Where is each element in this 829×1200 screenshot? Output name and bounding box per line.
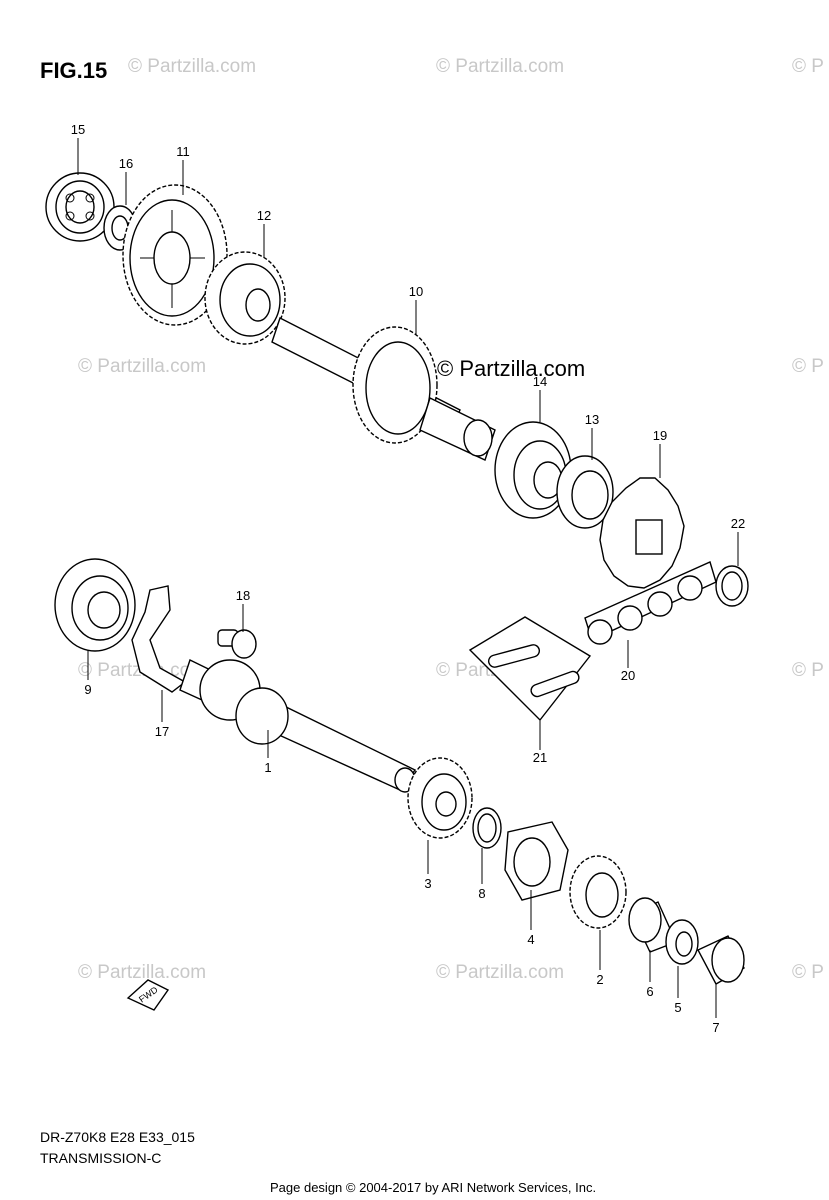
watermark-main: © Partzilla.com xyxy=(437,356,585,381)
needle-bearing-7-shape xyxy=(697,935,745,985)
mainshaft-1-shape xyxy=(179,659,417,793)
callout-13: 13 xyxy=(585,412,599,427)
callout-3: 3 xyxy=(424,876,431,891)
callout-10: 10 xyxy=(409,284,423,299)
watermark: © P xyxy=(792,56,824,77)
callout-1: 1 xyxy=(264,760,271,775)
callout-6: 6 xyxy=(646,984,653,999)
callout-7: 7 xyxy=(712,1020,719,1035)
watermark: © Partzilla.com xyxy=(78,962,206,983)
callout-16: 16 xyxy=(119,156,133,171)
callout-4: 4 xyxy=(527,932,534,947)
bearing-14-shape xyxy=(494,421,572,519)
fwd-arrow-icon: FWD xyxy=(126,979,170,1011)
watermark: © P xyxy=(792,962,824,983)
callout-21: 21 xyxy=(533,750,547,765)
callout-9: 9 xyxy=(84,682,91,697)
watermark: © P xyxy=(792,356,824,377)
callout-22: 22 xyxy=(731,516,745,531)
gear-4-shape xyxy=(504,821,569,901)
watermark: © Partzilla.com xyxy=(78,356,206,377)
callout-19: 19 xyxy=(653,428,667,443)
circlip-8-shape xyxy=(472,807,502,849)
screw-18-shape xyxy=(217,629,257,659)
bearing-15-shape xyxy=(45,172,115,242)
gear-3-shape xyxy=(407,757,473,839)
callout-2: 2 xyxy=(596,972,603,987)
callout-14: 14 xyxy=(533,374,547,389)
callout-20: 20 xyxy=(621,668,635,683)
bushing-6-shape xyxy=(628,897,677,953)
callout-17: 17 xyxy=(155,724,169,739)
figure-title: FIG.15 xyxy=(40,58,107,83)
callout-18: 18 xyxy=(236,588,250,603)
chain-joint-21-shape xyxy=(468,616,592,722)
callout-layer: 15 16 11 12 10 14 13 19 22 20 21 18 9 17… xyxy=(71,122,745,1035)
chain-20-shape xyxy=(584,561,717,645)
callout-12: 12 xyxy=(257,208,271,223)
oil-seal-13-shape xyxy=(556,455,614,529)
callout-15: 15 xyxy=(71,122,85,137)
figure-code: DR-Z70K8 E28 E33_015 xyxy=(40,1129,195,1145)
washer-5-shape xyxy=(665,919,699,965)
bearing-9-shape xyxy=(54,558,136,652)
figure-name: TRANSMISSION-C xyxy=(40,1150,161,1166)
watermark: © P xyxy=(792,660,824,681)
watermark: © Partzilla.com xyxy=(436,962,564,983)
countershaft-10-shape xyxy=(271,317,496,461)
sprocket-19-shape xyxy=(599,477,685,589)
callout-8: 8 xyxy=(478,886,485,901)
gear-2-shape xyxy=(569,855,627,929)
gear-11-shape xyxy=(122,184,228,326)
clip-22-shape xyxy=(715,565,749,607)
watermark: © Partzilla.com xyxy=(128,56,256,77)
watermark: © Partzilla.com xyxy=(436,56,564,77)
callout-11: 11 xyxy=(176,144,190,159)
gear-12-shape xyxy=(204,251,286,345)
callout-5: 5 xyxy=(674,1000,681,1015)
footer-copyright: Page design © 2004-2017 by ARI Network S… xyxy=(270,1180,596,1195)
